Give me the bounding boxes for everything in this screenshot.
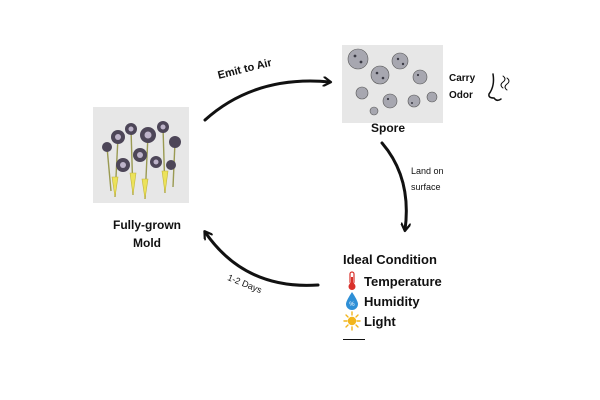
condition-label-humidity: Humidity bbox=[364, 294, 420, 309]
condition-label-temperature: Temperature bbox=[364, 274, 442, 289]
spore-image bbox=[342, 45, 443, 123]
nose-icon bbox=[486, 72, 512, 104]
odor-label: Carry Odor bbox=[449, 70, 475, 104]
spore-label: Spore bbox=[371, 121, 405, 135]
conditions-underline bbox=[343, 339, 365, 340]
mold-label-line1: Fully-grown bbox=[95, 216, 199, 234]
edge-label-land-line2: surface bbox=[411, 179, 444, 195]
mold-image bbox=[93, 107, 189, 203]
condition-row-temperature: Temperature bbox=[343, 271, 442, 291]
odor-label-line2: Odor bbox=[449, 87, 475, 104]
condition-label-light: Light bbox=[364, 314, 396, 329]
water-drop-icon: % bbox=[343, 291, 361, 311]
edge-label-land: Land on surface bbox=[411, 163, 444, 195]
edge-label-land-line1: Land on bbox=[411, 163, 444, 179]
conditions-title: Ideal Condition bbox=[343, 252, 437, 267]
odor-label-line1: Carry bbox=[449, 70, 475, 87]
svg-text:%: % bbox=[349, 302, 355, 308]
condition-row-light: Light bbox=[343, 311, 396, 331]
mold-label-line2: Mold bbox=[95, 234, 199, 252]
arrow-mold-to-spore bbox=[205, 81, 330, 120]
arrow-spore-to-condition bbox=[382, 143, 406, 230]
arrow-condition-to-mold bbox=[205, 232, 318, 285]
thermometer-icon bbox=[343, 271, 361, 291]
sun-icon bbox=[343, 311, 361, 331]
mold-label: Fully-grown Mold bbox=[95, 216, 199, 252]
condition-row-humidity: % Humidity bbox=[343, 291, 420, 311]
